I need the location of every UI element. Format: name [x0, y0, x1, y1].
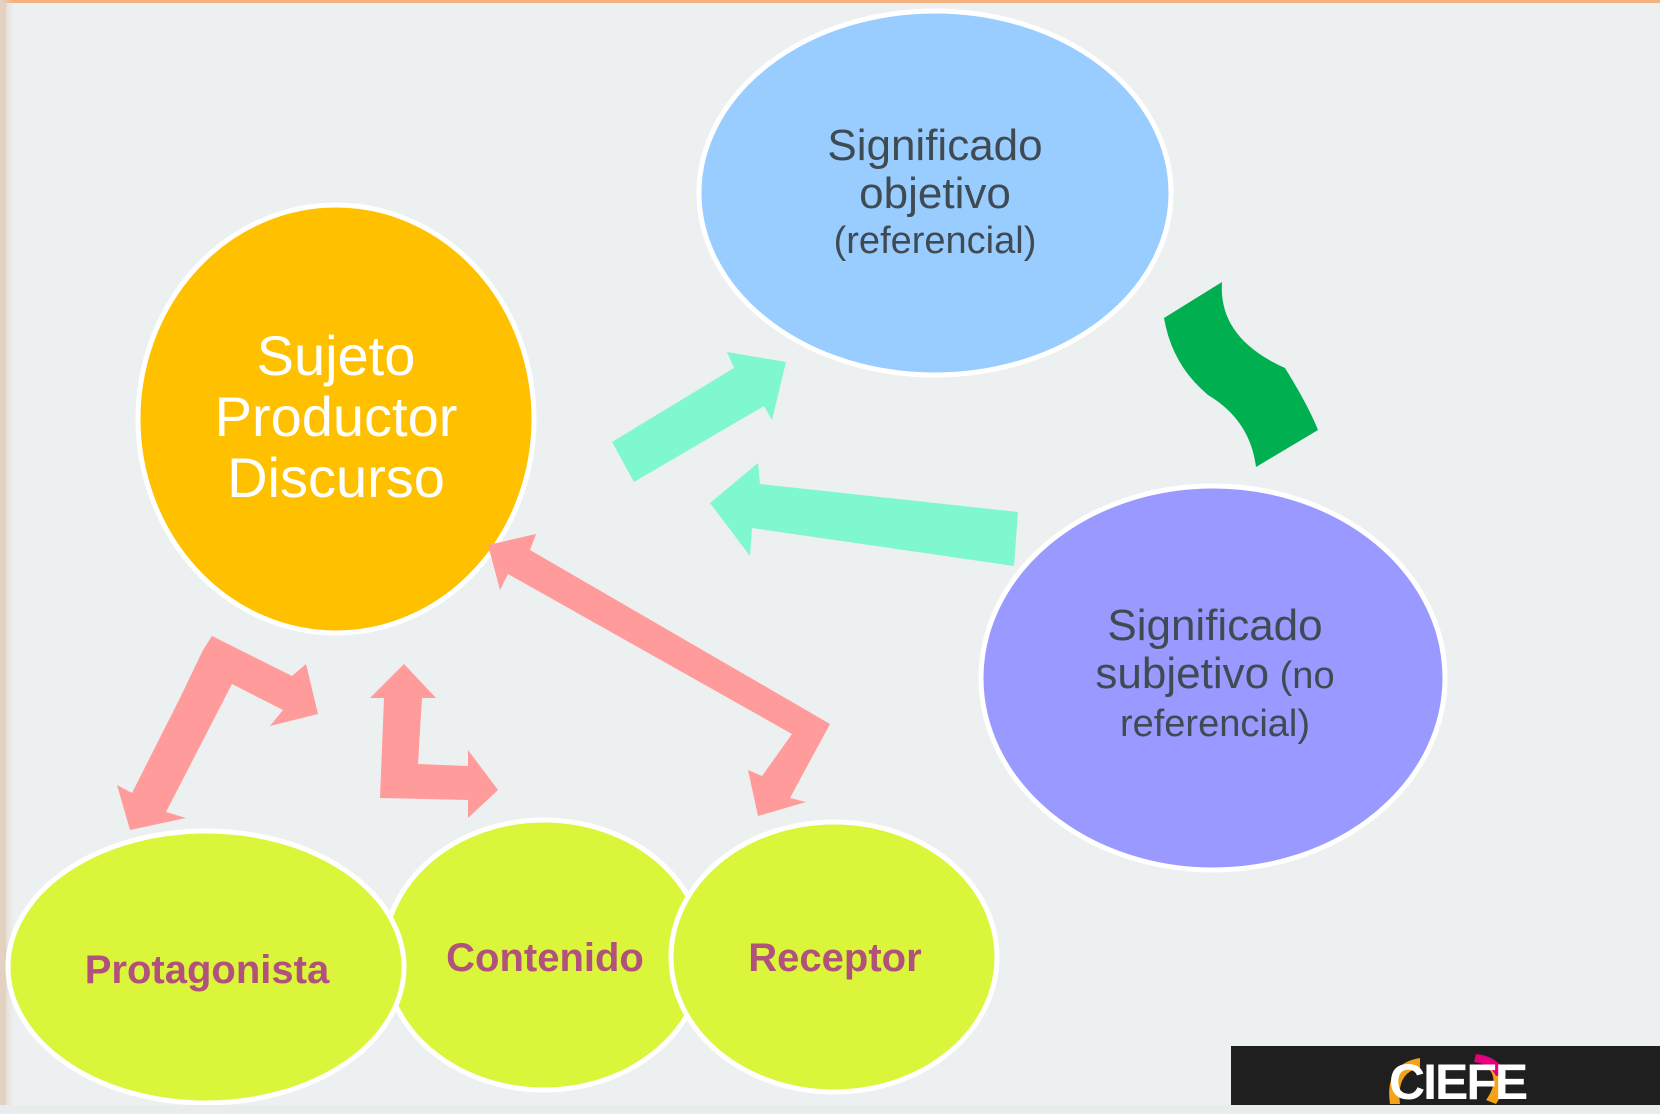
objetivo-line-3: (referencial) [833, 220, 1037, 262]
subjetivo-line-2: subjetivo (no [1095, 650, 1334, 700]
objetivo-line-1: Significado [827, 121, 1043, 170]
protagonista-ellipse [5, 828, 407, 1105]
significado-objetivo-label: Significado objetivo (referencial) [740, 118, 1130, 268]
subjetivo-line-3: referencial) [1119, 703, 1311, 745]
subjetivo-word: subjetivo [1095, 649, 1270, 698]
arrow-to-objetivo [612, 352, 786, 482]
green-connector-shape [1164, 282, 1318, 467]
receptor-ellipse [668, 819, 1000, 1095]
sujeto-line-3: Discurso [227, 445, 445, 509]
sujeto-productor-ellipse [135, 202, 537, 636]
ciefe-logo-text: CIEFE [1389, 1054, 1528, 1110]
slide-edge [0, 0, 14, 1105]
receptor-label: Receptor [748, 935, 922, 980]
arrow-receptor [488, 534, 830, 816]
sujeto-line-1: Sujeto [256, 323, 416, 387]
sujeto-productor-label: Sujeto Productor Discurso [170, 316, 502, 516]
subjetivo-no: (no [1269, 655, 1335, 697]
significado-subjetivo-ellipse [978, 483, 1448, 873]
sujeto-line-2: Productor [214, 384, 458, 448]
arrow-protagonista [117, 636, 318, 830]
ciefe-logo: CIEFE [1231, 1046, 1660, 1110]
contenido-label: Contenido [446, 935, 644, 980]
protagonista-label: Protagonista [84, 947, 330, 992]
arrow-from-subjetivo [710, 463, 1018, 566]
subjetivo-line-1: Significado [1107, 601, 1323, 650]
objetivo-line-2: objetivo [859, 169, 1011, 218]
ciefe-logo-swoosh [1389, 1054, 1506, 1104]
significado-subjetivo-label: Significado subjetivo (no referencial) [1020, 600, 1410, 750]
significado-objetivo-ellipse [696, 8, 1174, 378]
arrow-contenido [370, 664, 498, 818]
